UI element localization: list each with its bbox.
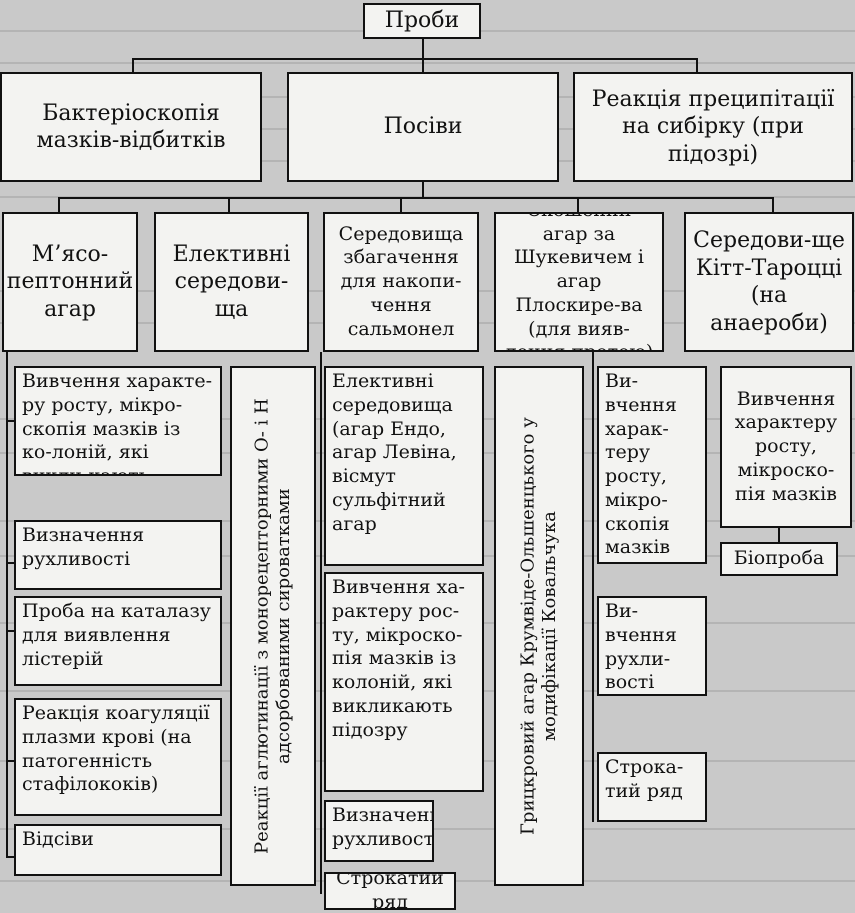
c1-catalase-label: Проба на каталазу для виявлення лістерій [22,600,211,670]
kitt-tarozzi-label: Середови-ще Кітт-Тароцці (на анаероби) [693,228,845,336]
c1-subcultures-box: Відсіви [14,824,222,876]
cultures-label: Посіви [383,114,463,140]
background-line [0,62,855,64]
connector-line [592,352,594,822]
connector-line [778,528,780,543]
connector-line [6,420,16,422]
connector-line [6,760,16,762]
elective-media-box: Елективні середови-ща [154,212,309,352]
c6-bioassay-label: Біопроба [733,547,825,570]
connector-line [58,197,773,199]
c2-agglutination-label: Реакції аглютинації з монорецепторними О… [251,398,294,854]
connector-line [696,58,698,73]
c1-growth-microscopy-label: Вивчення характе-ру росту, мікро-скопія … [22,370,213,476]
c1-coagulation-box: Реакція коагуляції плазми крові (на пато… [14,698,222,816]
c3-motility-label: Визначення рухливості [332,804,434,850]
connector-line [320,352,322,894]
c1-motility-box: Визначення рухливості [14,520,222,590]
connector-line [132,58,134,73]
c5-biochemical-row-box: Строка-тий ряд [597,752,707,822]
connector-line [58,197,60,213]
c1-coagulation-label: Реакція коагуляції плазми крові (на пато… [22,702,210,796]
elective-media-label: Елективні середови-ща [172,241,291,322]
precipitation-label: Реакція преципітації на сибірку (при під… [591,86,835,167]
connector-line [422,58,424,73]
c3-biochemical-row-box: Строкатий ряд [324,872,456,910]
c6-bioassay-box: Біопроба [720,542,838,576]
c2-agglutination-box: Реакції аглютинації з монорецепторними О… [230,366,316,886]
c3-elective-media-label: Елективні середовища (агар Ендо, агар Ле… [332,370,457,535]
connector-line [577,197,579,213]
c3-growth-microscopy-box: Вивчення ха-рактеру рос-ту, мікроско-пія… [324,572,484,792]
connector-line [132,58,697,60]
connector-line [6,856,16,858]
c3-elective-media-box: Елективні середовища (агар Ендо, агар Ле… [324,366,484,566]
kitt-tarozzi-box: Середови-ще Кітт-Тароцці (на анаероби) [684,212,854,352]
c3-biochemical-row-label: Строкатий ряд [336,872,444,910]
c5-biochemical-row-label: Строка-тий ряд [605,756,684,802]
c4-kligler-agar-box: Грицкровий агар Крумвіде-Ольшенцького у … [494,366,584,886]
connector-line [422,38,424,58]
c1-catalase-box: Проба на каталазу для виявлення лістерій [14,596,222,686]
bacterioscopy-label: Бактеріоскопія мазків-відбитків [36,100,226,154]
connector-line [400,197,402,213]
enrichment-media-box: Середовища збагачення для накопи-чення с… [323,212,479,352]
enrichment-media-label: Середовища збагачення для накопи-чення с… [338,222,464,340]
c5-growth-microscopy-label: Ви-вчення харак-теру росту, мікро-скопія… [605,370,677,559]
connector-line [422,180,424,198]
precipitation-box: Реакція преципітації на сибірку (при під… [573,72,853,182]
connector-line [6,562,16,564]
meat-peptone-agar-label: М’ясо-пептонний агар [6,241,134,322]
connector-line [6,630,16,632]
c5-motility-label: Ви-вчення рухли-вості [605,600,677,694]
bacterioscopy-box: Бактеріоскопія мазків-відбитків [0,72,262,182]
c3-growth-microscopy-label: Вивчення ха-рактеру рос-ту, мікроско-пія… [332,576,465,741]
c1-growth-microscopy-box: Вивчення характе-ру росту, мікро-скопія … [14,366,222,476]
c1-subcultures-label: Відсіви [22,828,94,850]
c6-growth-microscopy-label: Вивчення характеру росту, мікроско-пія м… [734,387,838,505]
connector-line [772,197,774,213]
c4-kligler-agar-label: Грицкровий агар Крумвіде-Ольшенцького у … [517,417,560,835]
c1-motility-label: Визначення рухливості [22,524,145,570]
root-label: Проби [384,8,460,34]
c5-growth-microscopy-box: Ви-вчення харак-теру росту, мікро-скопія… [597,366,707,564]
connector-line [6,352,8,857]
sloped-agar-label: Скошений агар за Шукевичем і агар Плоски… [505,214,654,350]
connector-line [228,197,230,213]
c6-growth-microscopy-box: Вивчення характеру росту, мікроско-пія м… [720,366,852,528]
meat-peptone-agar-box: М’ясо-пептонний агар [2,212,138,352]
c5-motility-box: Ви-вчення рухли-вості [597,596,707,696]
root-samples-box: Проби [363,3,481,39]
c3-motility-box: Визначення рухливості [324,800,434,862]
cultures-box: Посіви [287,72,559,182]
sloped-agar-box: Скошений агар за Шукевичем і агар Плоски… [494,212,664,352]
